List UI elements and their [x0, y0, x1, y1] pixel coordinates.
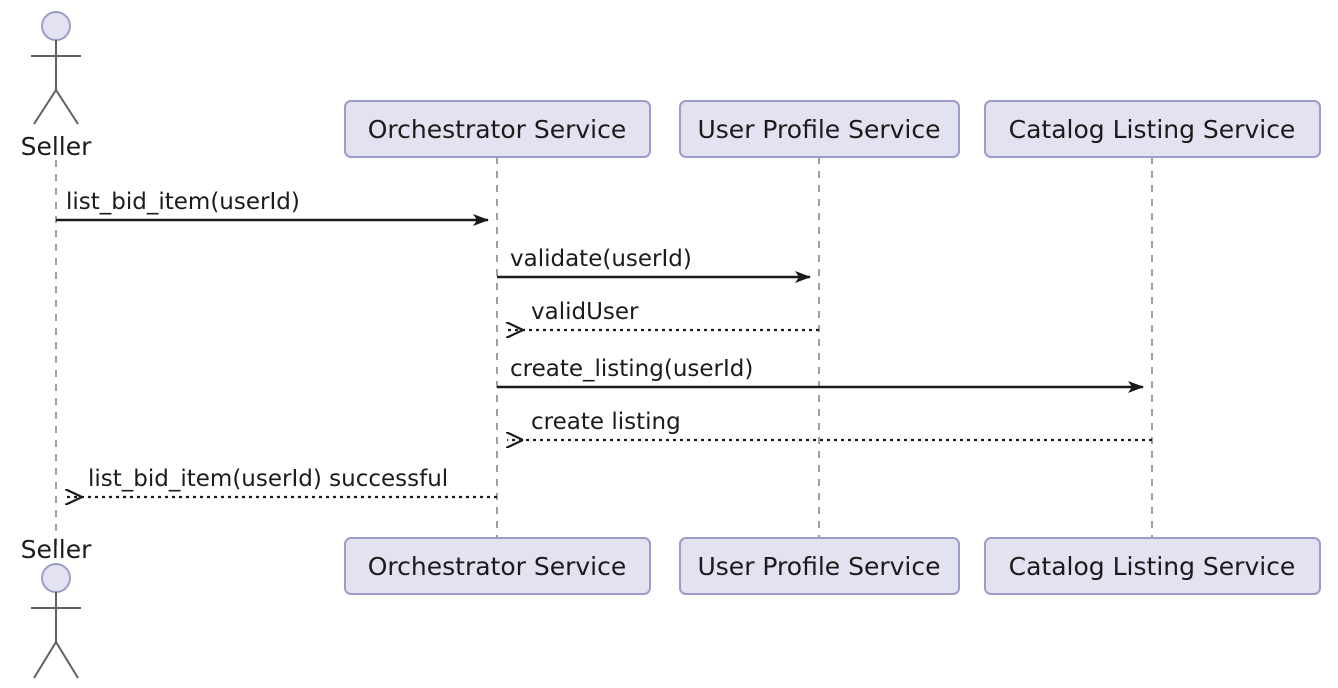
actor-leg-left-icon: [33, 641, 57, 679]
message-label: list_bid_item(userId): [66, 189, 300, 215]
message-label: create_listing(userId): [510, 356, 753, 382]
participant-box: [984, 537, 1321, 595]
participant-orchestrator-bottom[interactable]: Orchestrator Service: [344, 537, 651, 595]
actor-label-seller-top: Seller: [21, 132, 93, 161]
participant-box: [679, 537, 960, 595]
participant-label: Catalog Listing Service: [1009, 552, 1296, 581]
message-1-list-bid-item[interactable]: list_bid_item(userId): [56, 189, 489, 226]
participant-box: [344, 100, 651, 158]
message-3-valid-user-return[interactable]: validUser: [507, 299, 819, 330]
participant-label: Catalog Listing Service: [1009, 115, 1296, 144]
actor-head-icon: [41, 563, 71, 593]
participant-user-profile-top[interactable]: User Profile Service: [679, 100, 960, 158]
message-6-list-bid-item-successful-return[interactable]: list_bid_item(userId) successful: [66, 466, 497, 497]
participant-catalog-bottom[interactable]: Catalog Listing Service: [984, 537, 1321, 595]
participant-box: [984, 100, 1321, 158]
message-4-create-listing[interactable]: create_listing(userId): [497, 356, 1144, 393]
actor-leg-right-icon: [55, 89, 79, 125]
actor-label-seller-bottom: Seller: [21, 535, 93, 564]
actor-seller-top[interactable]: Seller: [21, 11, 93, 161]
participant-box: [344, 537, 651, 595]
message-label: validUser: [531, 299, 639, 325]
participant-label: Orchestrator Service: [368, 552, 627, 581]
participant-orchestrator-top[interactable]: Orchestrator Service: [344, 100, 651, 158]
participant-label: User Profile Service: [697, 552, 940, 581]
participant-catalog-top[interactable]: Catalog Listing Service: [984, 100, 1321, 158]
message-5-create-listing-return[interactable]: create listing: [507, 409, 1152, 440]
participant-label: User Profile Service: [697, 115, 940, 144]
actor-leg-right-icon: [55, 641, 79, 679]
message-label: create listing: [531, 409, 681, 435]
message-label: validate(userId): [510, 246, 692, 272]
actor-head-icon: [41, 11, 71, 41]
actor-seller-bottom[interactable]: Seller: [21, 535, 93, 679]
participant-box: [679, 100, 960, 158]
message-label: list_bid_item(userId) successful: [88, 466, 448, 492]
participant-user-profile-bottom[interactable]: User Profile Service: [679, 537, 960, 595]
actor-leg-left-icon: [33, 89, 57, 125]
participant-label: Orchestrator Service: [368, 115, 627, 144]
message-2-validate[interactable]: validate(userId): [497, 246, 811, 283]
